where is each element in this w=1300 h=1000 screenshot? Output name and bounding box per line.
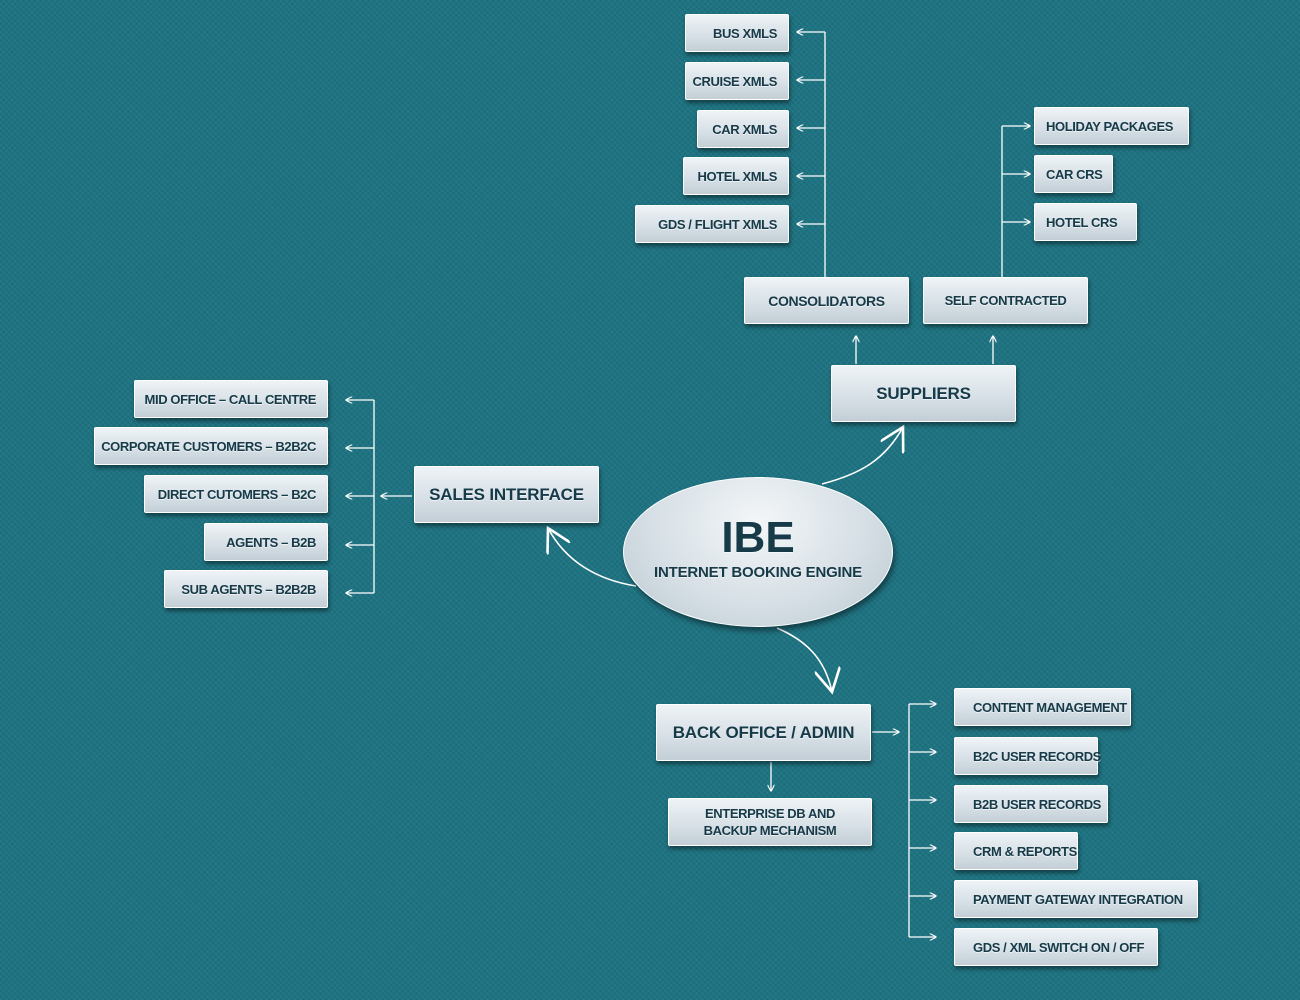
admin-item-label: B2C USER RECORDS	[973, 748, 1101, 764]
sales-item[interactable]: AGENTS – B2B	[204, 523, 328, 561]
suppliers-node[interactable]: SUPPLIERS	[831, 365, 1016, 422]
self-contracted-item[interactable]: HOTEL CRS	[1034, 203, 1137, 241]
sales-item[interactable]: CORPORATE CUSTOMERS – B2B2C	[94, 427, 328, 465]
consolidator-item[interactable]: CAR XMLS	[697, 110, 789, 148]
consolidator-item[interactable]: BUS XMLS	[685, 14, 789, 52]
sales-item-label: AGENTS – B2B	[226, 534, 316, 550]
ibe-center-node[interactable]: IBE INTERNET BOOKING ENGINE	[623, 477, 893, 627]
sales-item[interactable]: MID OFFICE – CALL CENTRE	[134, 380, 328, 418]
consolidators-node[interactable]: CONSOLIDATORS	[744, 277, 909, 324]
admin-item[interactable]: CRM & REPORTS	[954, 832, 1078, 870]
sales-interface-label: SALES INTERFACE	[429, 484, 584, 504]
sales-item-label: DIRECT CUTOMERS – B2C	[157, 486, 317, 502]
admin-item[interactable]: GDS / XML SWITCH ON / OFF	[954, 928, 1158, 966]
enterprise-db-label: ENTERPRISE DB AND BACKUP MECHANISM	[703, 806, 837, 838]
admin-item[interactable]: CONTENT MANAGEMENT	[954, 688, 1131, 726]
admin-item-label: GDS / XML SWITCH ON / OFF	[973, 939, 1145, 955]
self-contracted-item-label: CAR CRS	[1046, 166, 1103, 182]
admin-item-label: B2B USER RECORDS	[973, 796, 1101, 812]
self-contracted-item-label: HOTEL CRS	[1046, 214, 1118, 230]
ibe-title: IBE	[721, 512, 795, 562]
consolidator-item-label: GDS / FLIGHT XMLS	[658, 216, 777, 232]
back-office-label: BACK OFFICE / ADMIN	[672, 722, 855, 742]
self-contracted-item[interactable]: CAR CRS	[1034, 155, 1113, 193]
admin-item-label: CRM & REPORTS	[973, 843, 1077, 859]
admin-item[interactable]: B2C USER RECORDS	[954, 737, 1101, 775]
consolidator-item-label: CRUISE XMLS	[692, 73, 778, 89]
self-contracted-node[interactable]: SELF CONTRACTED	[923, 277, 1088, 324]
enterprise-db-node[interactable]: ENTERPRISE DB AND BACKUP MECHANISM	[668, 798, 872, 846]
sales-item[interactable]: SUB AGENTS – B2B2B	[164, 570, 328, 608]
consolidators-label: CONSOLIDATORS	[768, 292, 885, 309]
consolidator-item-label: HOTEL XMLS	[697, 168, 777, 184]
consolidator-item[interactable]: CRUISE XMLS	[685, 62, 789, 100]
back-office-node[interactable]: BACK OFFICE / ADMIN	[656, 704, 871, 761]
self-contracted-label: SELF CONTRACTED	[944, 293, 1067, 308]
sales-item[interactable]: DIRECT CUTOMERS – B2C	[144, 475, 328, 513]
admin-item[interactable]: PAYMENT GATEWAY INTEGRATION	[954, 880, 1198, 918]
consolidator-item[interactable]: HOTEL XMLS	[683, 157, 789, 195]
sales-item-label: MID OFFICE – CALL CENTRE	[144, 391, 317, 407]
sales-item-label: SUB AGENTS – B2B2B	[181, 581, 316, 597]
ibe-subtitle: INTERNET BOOKING ENGINE	[654, 563, 862, 581]
consolidator-item-label: CAR XMLS	[712, 121, 777, 137]
self-contracted-item[interactable]: HOLIDAY PACKAGES	[1034, 107, 1189, 145]
sales-item-label: CORPORATE CUSTOMERS – B2B2C	[101, 438, 316, 454]
admin-item-label: PAYMENT GATEWAY INTEGRATION	[973, 891, 1183, 907]
admin-item[interactable]: B2B USER RECORDS	[954, 785, 1108, 823]
consolidator-item-label: BUS XMLS	[713, 25, 777, 41]
consolidator-item[interactable]: GDS / FLIGHT XMLS	[635, 205, 789, 243]
suppliers-label: SUPPLIERS	[876, 383, 971, 403]
admin-item-label: CONTENT MANAGEMENT	[973, 699, 1127, 715]
sales-interface-node[interactable]: SALES INTERFACE	[414, 466, 599, 523]
self-contracted-item-label: HOLIDAY PACKAGES	[1046, 118, 1173, 134]
